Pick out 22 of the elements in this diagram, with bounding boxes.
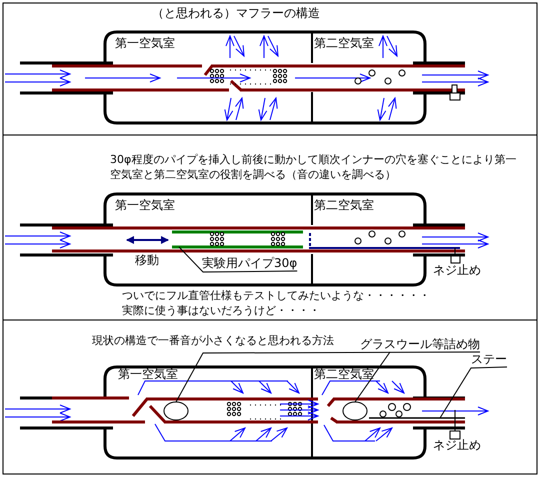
leader-line — [440, 366, 508, 418]
chamber-label: 第二空気室 — [314, 367, 374, 382]
heading: （と思われる）マフラーの構造 — [152, 6, 320, 21]
chamber-label: 第一空気室 — [115, 198, 175, 213]
chamber-label: 第一空気室 — [118, 367, 178, 382]
motion-label: 移動 — [135, 253, 159, 268]
glass-wool-ellipse — [164, 402, 188, 420]
note-text: ついでにフル直管仕様もテストしてみたいような・・・・・・実際に使う事はないだろうけど・・・・ — [122, 288, 431, 318]
chamber-label: 第一空気室 — [115, 36, 175, 51]
chamber-label: 第二空気室 — [314, 198, 374, 213]
leader-line — [178, 246, 298, 272]
leader-line — [176, 352, 480, 402]
screw-label: ネジ止め — [433, 438, 481, 453]
leader-line — [354, 352, 390, 402]
callout-text: グラスウール等詰め物 — [360, 337, 480, 352]
screw-label: ネジ止め — [433, 263, 481, 278]
chamber-label: 第二空気室 — [314, 36, 374, 51]
heading: 現状の構造で一番音が小さくなると思われる方法 — [92, 333, 335, 348]
callout-text: 実験用パイプ30φ — [202, 256, 298, 271]
callout-text: ステー — [471, 352, 507, 367]
glass-wool-ellipse — [342, 402, 368, 420]
note-text: 30φ程度のパイプを挿入し前後に動かして順次インナーの穴を塞ぐことにより第一空気室と第二空気室の役割を調べる（音の違いを調べる） — [110, 152, 518, 182]
